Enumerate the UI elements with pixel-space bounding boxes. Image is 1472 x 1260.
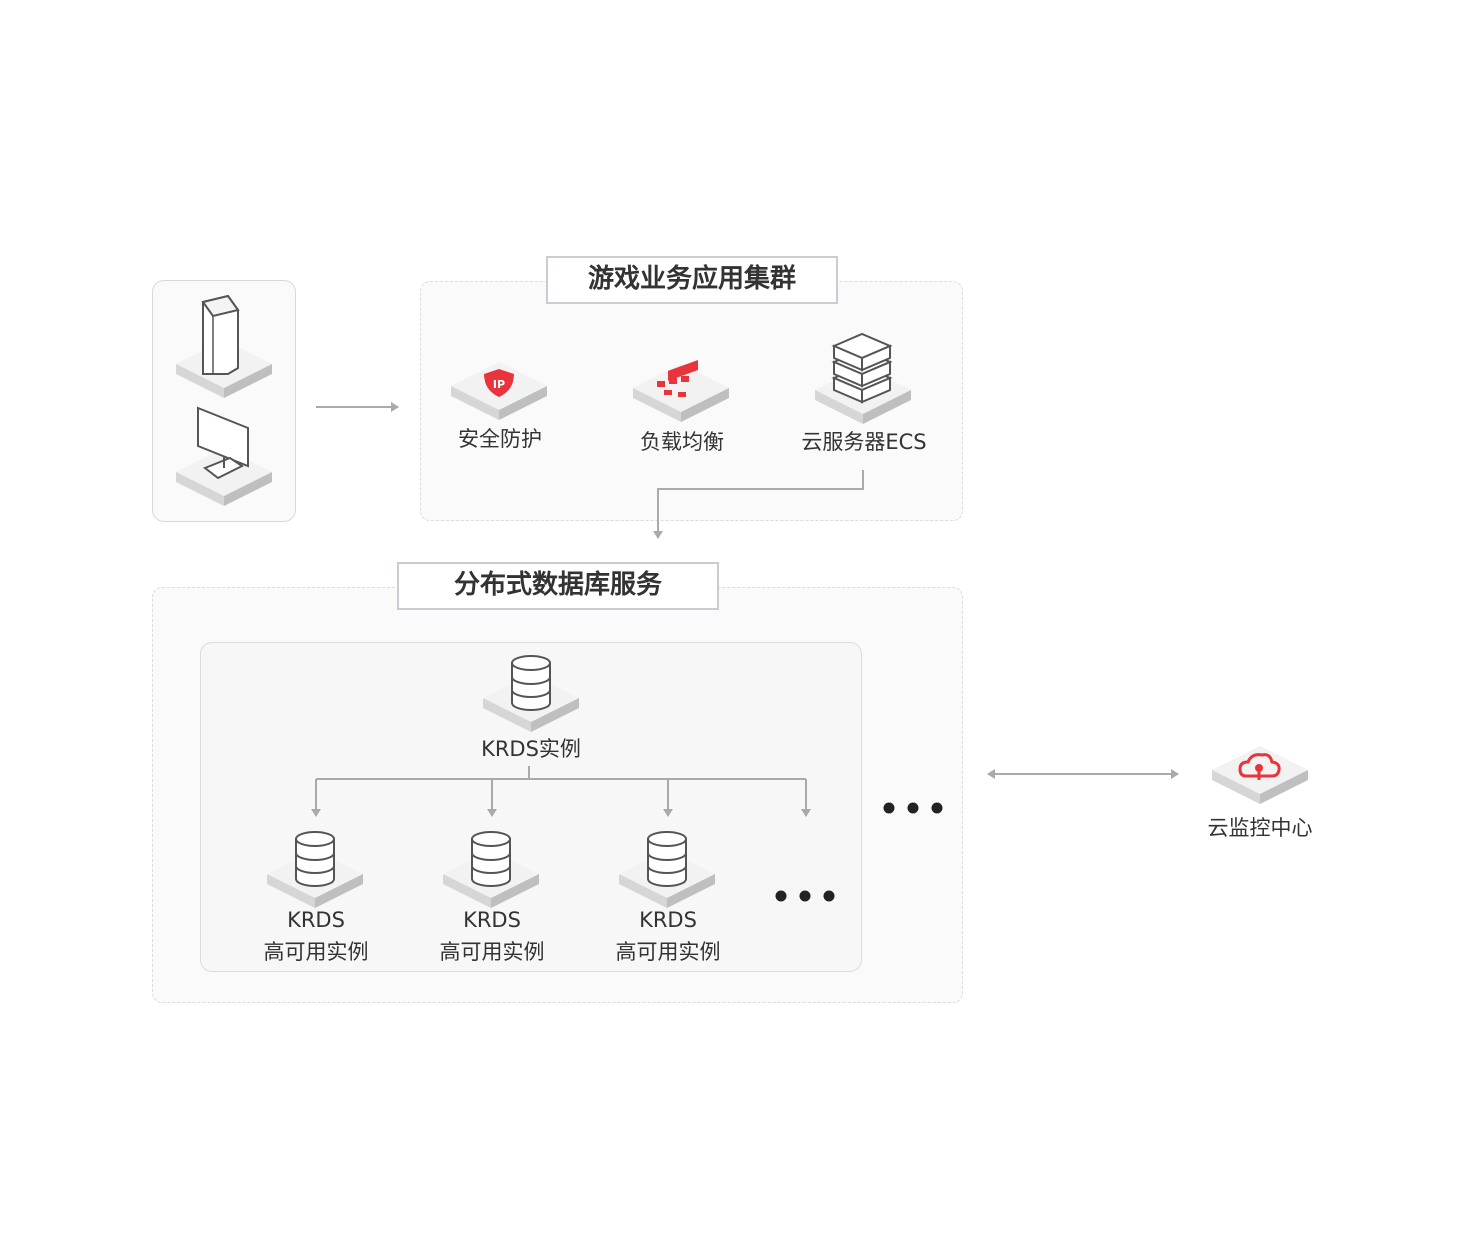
desktop-monitor-icon [176, 406, 272, 506]
krds-master-db-icon [483, 655, 579, 732]
krds-replica-db-icon-3 [619, 831, 715, 908]
replica-3-label-line1: KRDS [639, 908, 697, 932]
krds-master-label: KRDS实例 [481, 737, 581, 761]
load-balancer-icon [633, 359, 729, 422]
ecs-to-database-arrow [653, 470, 864, 539]
replica-2-label-line1: KRDS [463, 908, 521, 932]
svg-text:IP: IP [493, 378, 505, 391]
mobile-phone-icon [176, 294, 272, 398]
load-balancer-label: 负载均衡 [640, 430, 724, 454]
more-services-ellipsis [883, 802, 943, 814]
replica-2-label-line2: 高可用实例 [439, 940, 545, 964]
ecs-label: 云服务器ECS [801, 430, 927, 454]
security-label: 安全防护 [458, 427, 542, 451]
krds-replica-db-icon-1 [267, 831, 363, 908]
server-stack-icon [815, 332, 911, 424]
monitor-label: 云监控中心 [1207, 816, 1313, 840]
cluster-title: 游戏业务应用集群 [546, 256, 838, 304]
krds-replica-db-icon-2 [443, 831, 539, 908]
shield-ip-icon: IP [451, 362, 547, 420]
replica-1-label-line1: KRDS [287, 908, 345, 932]
replica-3-label-line2: 高可用实例 [615, 940, 721, 964]
database-title: 分布式数据库服务 [397, 562, 719, 610]
replica-1-label-line2: 高可用实例 [263, 940, 369, 964]
cloud-monitor-icon [1212, 746, 1308, 804]
more-replicas-ellipsis [775, 890, 835, 902]
